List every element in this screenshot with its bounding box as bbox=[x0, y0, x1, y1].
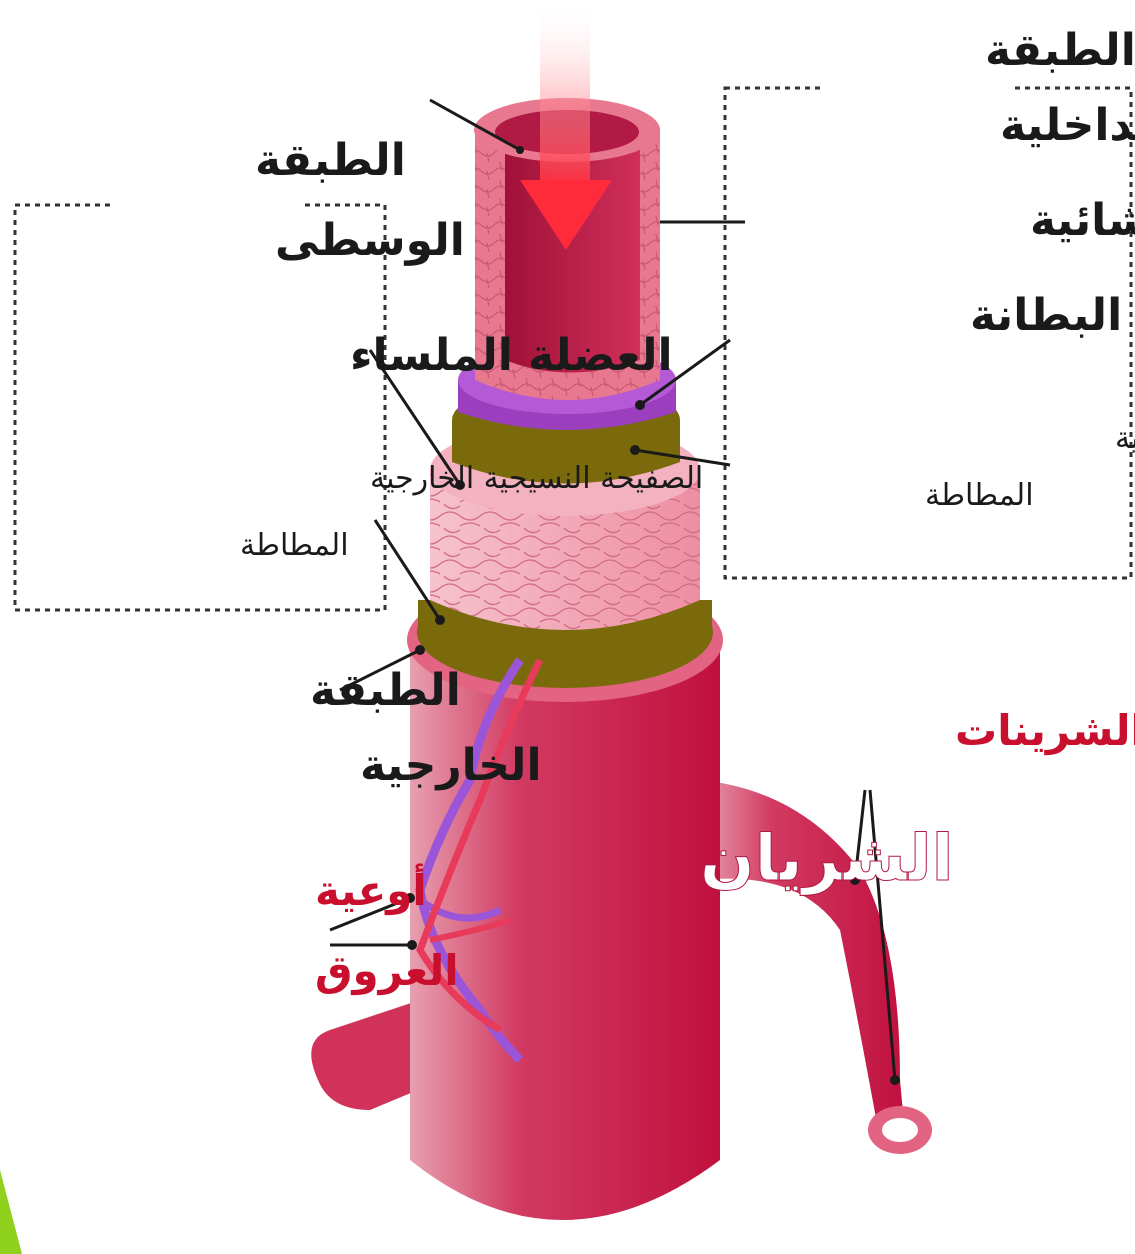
external-elastic-label-2: المطاطة bbox=[240, 528, 349, 563]
vasa-vasorum-label-2: العروق bbox=[315, 946, 459, 996]
external-elastic-label-1: الصفيحة النسيجية الخارجية bbox=[370, 461, 703, 496]
subendothelium-label: تحت البطانة bbox=[970, 290, 1135, 341]
flow-arrow-shaft bbox=[540, 0, 590, 190]
vasa-vasorum-label-1: أوعية bbox=[315, 863, 427, 916]
smooth-muscle-label: العضلة الملساء bbox=[350, 330, 673, 381]
internal-elastic-label-1: الصفيحة النسيجية الداخلية bbox=[1115, 421, 1135, 456]
arterioles-label: الشرينات bbox=[955, 706, 1135, 756]
inner-layer-label-2: الداخلية bbox=[1000, 100, 1135, 151]
outer-layer-label-1: الطبقة bbox=[310, 665, 461, 716]
inner-layer-label-1: الطبقة bbox=[985, 25, 1135, 76]
outer-layer-label-2: الخارجية bbox=[360, 740, 542, 791]
endothelium-label: البطانة الغشائية bbox=[1030, 195, 1135, 246]
artery-label: الشريان bbox=[700, 822, 954, 896]
middle-layer-label-1: الطبقة bbox=[255, 135, 406, 186]
artery-body bbox=[410, 640, 720, 1220]
corner-accent bbox=[0, 1170, 22, 1254]
internal-elastic-label-2: المطاطة bbox=[925, 478, 1034, 513]
middle-layer-label-2: الوسطى bbox=[275, 215, 465, 266]
